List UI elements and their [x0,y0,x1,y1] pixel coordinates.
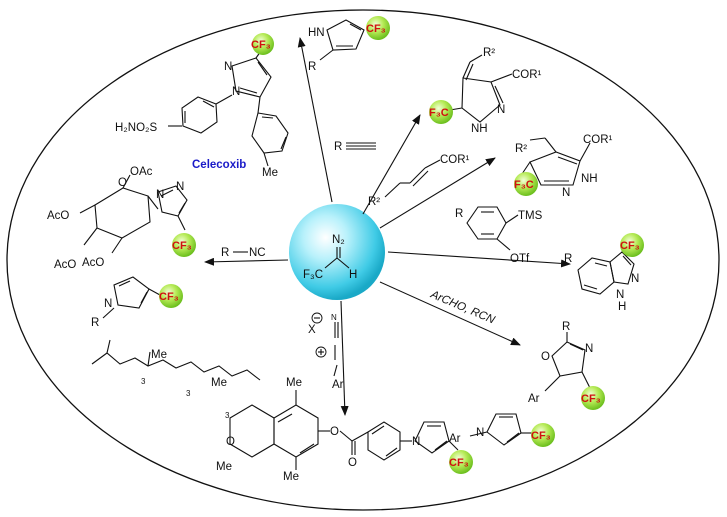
alkyne-reagent: R [334,141,376,153]
svg-text:R: R [564,253,572,265]
svg-text:COR¹: COR¹ [583,134,613,146]
svg-text:O: O [226,436,235,448]
svg-text:CF₃: CF₃ [159,291,179,303]
svg-text:CF₃: CF₃ [531,430,551,442]
dihydropyrazole-product: R² COR¹ N NH F₃C [429,47,542,135]
svg-text:H: H [618,301,626,313]
indazole-product: N N H R CF₃ [564,233,644,313]
celecoxib-product: N N CF₃ H₂NO₂S Me Celecoxib [115,33,289,179]
svg-text:CF₃: CF₃ [449,457,469,469]
svg-text:R: R [334,141,342,153]
pyrazole-cor-product: R² COR¹ N NH F₃C [514,134,613,199]
svg-text:O: O [330,426,339,438]
svg-text:R: R [91,317,99,329]
svg-text:OTf: OTf [510,253,530,265]
svg-text:COR¹: COR¹ [512,69,542,81]
svg-text:CF₃: CF₃ [172,240,192,252]
arrow-to-pyrazole-cor [379,157,496,229]
svg-text:R: R [221,247,229,259]
svg-text:NC: NC [249,247,266,259]
triazole-product: N R CF₃ [91,276,183,329]
svg-text:F₃C: F₃C [514,179,534,191]
svg-text:N: N [176,181,184,193]
arrow-to-triazole [204,257,289,266]
svg-text:AcO: AcO [47,210,69,222]
svg-text:CF₃: CF₃ [366,23,386,35]
svg-text:N: N [224,61,232,73]
svg-text:R²: R² [483,47,495,59]
outer-ellipse [6,9,720,511]
svg-text:COR¹: COR¹ [440,154,470,166]
enone-reagent: COR¹ R² [368,154,470,208]
svg-text:R: R [308,61,316,73]
arrow-to-oxazoline [379,281,521,346]
svg-text:F₃C: F₃C [429,107,449,119]
svg-text:Me: Me [151,349,167,361]
svg-text:O: O [118,177,127,189]
tetrazole-product: N Ar CF₃ [449,413,555,447]
svg-text:Me: Me [216,461,232,473]
svg-text:Me: Me [262,167,278,179]
svg-text:R: R [562,321,570,333]
center-f3c-label: F₃C [303,269,323,281]
isocyanide-reagent: R NC [221,247,266,259]
svg-text:N: N [476,427,484,439]
svg-text:X: X [308,324,316,336]
svg-text:N: N [156,189,164,201]
svg-text:CF₃: CF₃ [251,39,271,51]
svg-text:Me: Me [211,377,227,389]
tocopherol-product: Me Me 3 3 3 O Me Me Me O O N CF₃ [91,339,473,483]
svg-text:Ar: Ar [449,433,461,445]
svg-text:N: N [562,187,570,199]
svg-text:N: N [616,289,624,301]
center-h-label: H [349,269,357,281]
arrow-to-tocopherol [340,300,349,416]
center-diazo-compound: N₂ F₃C H [303,234,357,281]
arrow-to-dihydropyrazole [362,114,421,215]
svg-text:AcO: AcO [54,259,76,271]
svg-text:R: R [455,208,463,220]
svg-text:H₂NO₂S: H₂NO₂S [115,122,157,134]
svg-text:NH: NH [581,173,598,185]
svg-text:N: N [104,298,112,310]
center-n2-label: N₂ [332,234,345,246]
svg-text:Ar: Ar [528,393,540,405]
svg-text:Celecoxib: Celecoxib [192,159,246,171]
svg-text:O: O [541,351,550,363]
svg-text:3: 3 [186,389,191,398]
svg-text:CF₃: CF₃ [620,240,640,252]
arrow-to-indazole [387,251,571,268]
svg-text:Me: Me [286,377,302,389]
pyrazole-top-product: HN R CF₃ [308,16,390,73]
svg-text:N: N [497,104,505,116]
svg-text:OAc: OAc [130,166,153,178]
svg-text:Me: Me [283,471,299,483]
svg-text:O: O [348,457,357,469]
arrow-to-pyrazole-top [297,37,333,203]
svg-text:Ar: Ar [332,379,344,391]
oxazoline-product: O N R Ar CF₃ [528,321,605,410]
svg-text:TMS: TMS [518,210,543,222]
svg-text:R²: R² [368,196,380,208]
svg-text:HN: HN [308,27,325,39]
svg-text:N: N [232,86,240,98]
aryne-reagent: TMS OTf R [455,206,543,265]
aldehyde-reagent: ArCHO, RCN [428,288,497,326]
diazonium-reagent: X N Ar [308,312,344,391]
svg-text:N: N [631,273,639,285]
svg-text:N: N [412,436,420,448]
sugar-triazole-product: O OAc AcO AcO AcO N N CF₃ [47,166,196,271]
svg-text:AcO: AcO [82,257,104,269]
svg-text:N: N [331,313,337,322]
svg-text:N: N [585,343,593,355]
svg-text:R²: R² [515,143,527,155]
svg-text:NH: NH [471,123,488,135]
svg-text:3: 3 [141,377,146,386]
svg-text:3: 3 [225,411,230,420]
svg-text:CF₃: CF₃ [581,393,601,405]
